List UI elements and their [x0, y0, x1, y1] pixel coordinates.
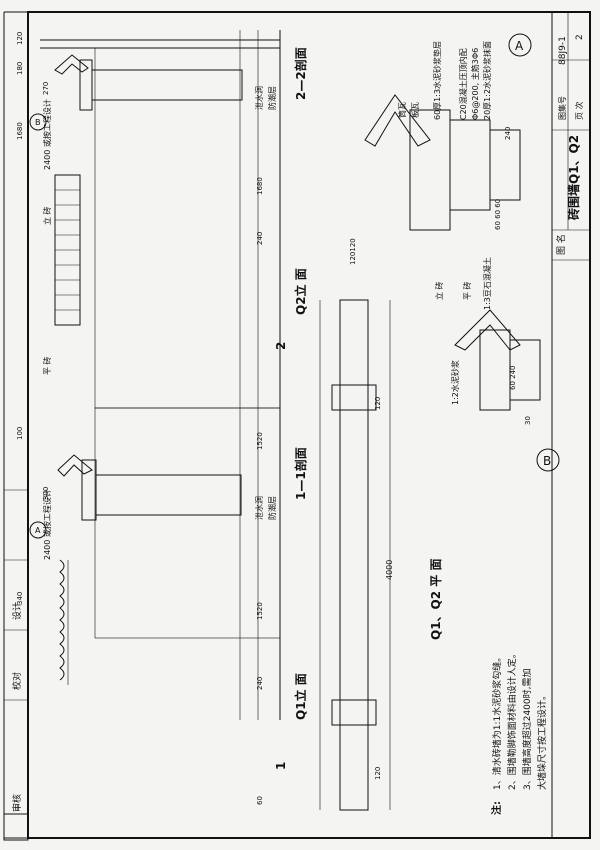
- section-2-2-title: 2—2剖面: [293, 47, 308, 100]
- note-1: 1、清水砖墙为1:1水泥砂浆勾缝。: [491, 653, 503, 790]
- dim-1680-top: 1680: [16, 122, 24, 140]
- dim-120120: 120120: [349, 238, 357, 265]
- dim-180: 180: [16, 62, 24, 75]
- sign-label-design: 设计: [11, 602, 23, 620]
- coping-tiles-q1: [59, 559, 69, 685]
- note-4: 大墙垛尺寸按工程设计。: [536, 691, 548, 790]
- label-upright-brick-b: 立 砖: [434, 281, 444, 300]
- sheet-border: [27, 11, 591, 839]
- notes-heading: 注:: [490, 801, 503, 815]
- section-2-2-small: B: [29, 54, 243, 131]
- detail-mark-b: B: [543, 454, 551, 468]
- dim-100: 100: [16, 427, 24, 440]
- dim-240-low: 240: [256, 677, 264, 690]
- section-mark-2: 2: [274, 342, 288, 350]
- title-block: 审核 校对 设计: [3, 11, 29, 841]
- dim-300: 300: [42, 487, 50, 500]
- dim-120-top: 120: [16, 32, 24, 45]
- label-dampproof-2: 防潮层: [267, 86, 277, 110]
- q1-elevation-title: Q1立 面: [293, 673, 308, 720]
- dim-606060: 60 60 60: [494, 199, 502, 230]
- dim-240-detail-a: 240: [504, 127, 512, 140]
- dim-240-mid: 240: [256, 232, 264, 245]
- section-1-1-title: 1—1剖面: [293, 447, 308, 500]
- page-label: 页 次: [574, 101, 584, 120]
- label-height-note-2: 2400 或按工程设计: [42, 99, 52, 170]
- label-flat-brick-b: 平 砖: [462, 281, 472, 300]
- dim-340: 340: [16, 592, 24, 605]
- sign-label-check: 校对: [11, 672, 23, 690]
- label-dampproof-1: 防潮层: [267, 496, 277, 520]
- sign-label-review: 审核: [11, 794, 23, 812]
- label-weephole-2: 泄水洞: [254, 86, 264, 110]
- label-rebar: Φ6@200, 主筋3Φ6: [470, 48, 480, 120]
- page-no: 2: [575, 34, 585, 40]
- dim-60240: 60 240: [509, 366, 517, 391]
- dim-60-bottom: 60: [256, 796, 264, 805]
- coping-bricks-q2: [54, 174, 81, 326]
- detail-mark-a: A: [515, 39, 524, 53]
- label-upright-brick: 立 砖: [42, 206, 52, 225]
- atlas-no-label: 图集号: [557, 96, 567, 120]
- dim-1520-mid: 1520: [256, 432, 264, 450]
- dim-270: 270: [42, 82, 50, 95]
- elevation-band: [40, 30, 281, 720]
- atlas-no: 88J9-1: [558, 36, 568, 65]
- note-3: 3、围墙高度超过2400时,需加: [521, 669, 533, 791]
- label-weephole-1: 泄水洞: [254, 496, 264, 520]
- dim-1680-mid: 1680: [256, 177, 264, 195]
- detail-a: A: [364, 33, 532, 231]
- dim-4000: 4000: [385, 560, 394, 580]
- plan-view: [319, 299, 391, 811]
- label-tile: 筒瓦: [397, 102, 407, 118]
- label-mortar-60: 60厚1:3水泥砂浆垫层: [432, 41, 442, 120]
- section-mark-1: 1: [274, 762, 288, 770]
- detail-mark-a-small: A: [35, 526, 41, 535]
- dim-120-plan-a: 120: [374, 767, 382, 780]
- dim-1520-low: 1520: [256, 602, 264, 620]
- dim-120-plan-b: 120: [374, 397, 382, 410]
- detail-b: B: [454, 309, 560, 472]
- drawing-name-label: 图 名: [555, 234, 567, 255]
- drawing-name: 砖围墙Q1、Q2: [566, 135, 581, 220]
- label-tile-plate: 板瓦: [410, 102, 420, 118]
- detail-mark-b-small: B: [35, 118, 41, 127]
- dim-30: 30: [524, 416, 532, 425]
- q2-elevation-title: Q2立 面: [293, 268, 308, 315]
- label-c20: C20混凝土压顶内配: [458, 48, 468, 120]
- label-mortar-20: 20厚1:2水泥砂浆抹面: [482, 41, 492, 120]
- title-strip: 图 名 砖围墙Q1、Q2 图集号 88J9-1 页 次 2: [551, 12, 590, 838]
- label-flat-brick: 平 砖: [42, 356, 52, 375]
- section-1-1: A: [29, 454, 242, 539]
- label-cement-stone: 1:3豆石混凝土: [482, 257, 492, 310]
- plan-title: Q1、Q2 平 面: [429, 559, 443, 640]
- label-mortar-12: 1:2水泥砂浆: [450, 360, 460, 405]
- note-2: 2、围墙勒脚饰面材料由设计人定。: [506, 649, 518, 790]
- label-height-note-1: 2400 或按工程设计: [42, 489, 52, 560]
- notes: 注: 1、清水砖墙为1:1水泥砂浆勾缝。 2、围墙勒脚饰面材料由设计人定。 3、…: [490, 649, 548, 815]
